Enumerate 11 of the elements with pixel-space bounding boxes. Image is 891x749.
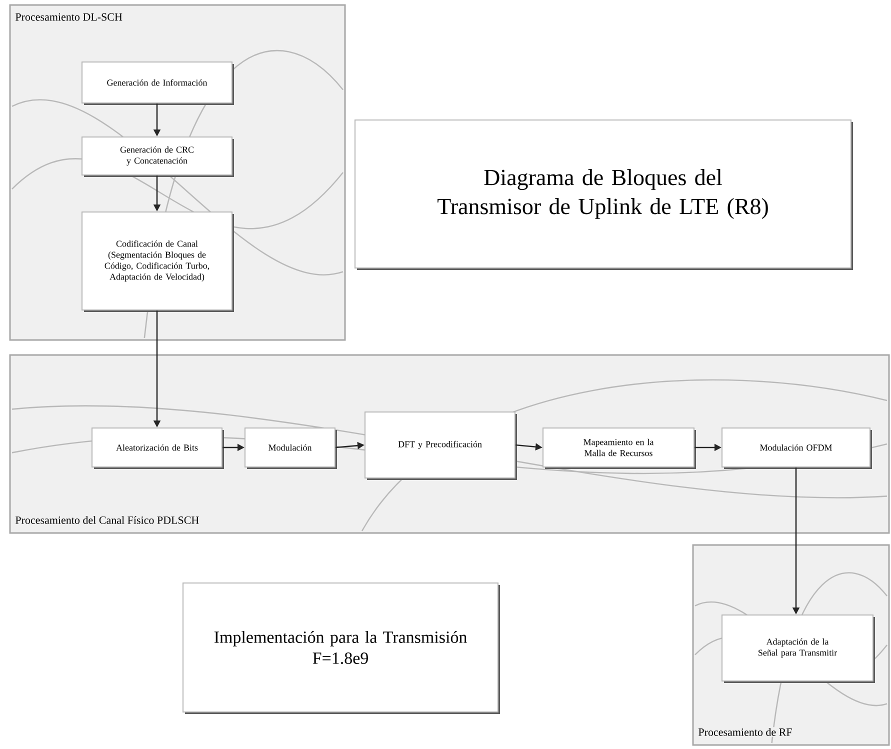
note-box: Implementación para la Transmisión F=1.8e9 <box>182 582 500 714</box>
process-box: Codificación de Canal (Segmentación Bloques de Código, Codificación Turbo, Adaptación de Velocidad) <box>82 212 234 312</box>
process-box: Adaptación de la Señal para Transmitir <box>722 614 875 683</box>
process-box: Generación de Información <box>82 62 234 105</box>
process-box: DFT y Precodificación <box>364 412 517 480</box>
process-box: Generación de CRC y Concatenación <box>82 136 234 177</box>
process-box: Modulación <box>244 428 337 469</box>
process-box: Aleatorización de Bits <box>92 428 224 469</box>
process-box: Modulación OFDM <box>722 428 872 469</box>
process-box: Mapeamiento en la Malla de Recursos <box>542 428 696 469</box>
title-box: Diagrama de Bloques del Transmisor de Uplink de LTE (R8) <box>354 120 853 270</box>
